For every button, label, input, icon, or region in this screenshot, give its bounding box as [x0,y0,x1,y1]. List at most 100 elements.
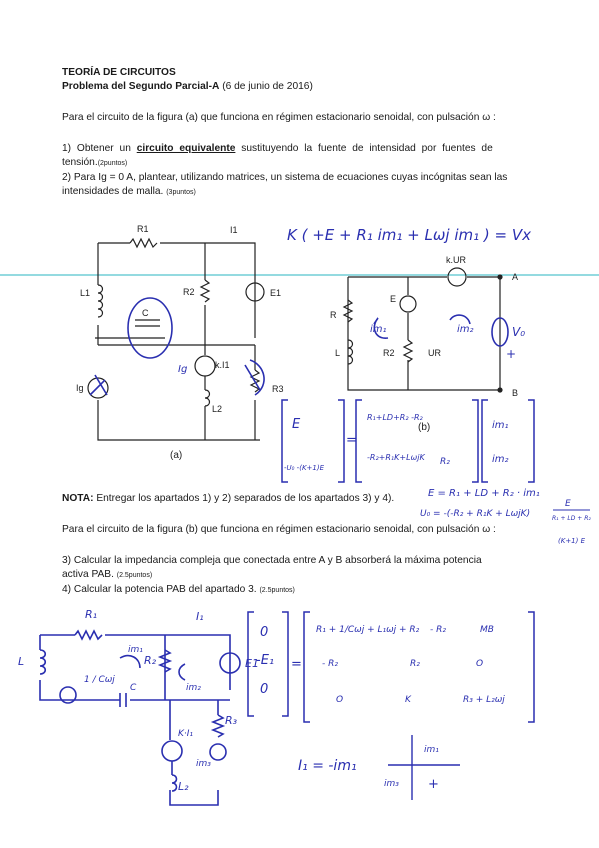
q1-emphasis: circuito equivalente [136,143,236,154]
hw-bm-0-1: - R₂ [430,625,446,635]
hw-bm-1-2: O [476,659,483,669]
label-e1: E1 [270,288,281,298]
hw-b-r1: R₁ [85,608,97,621]
label-a: A [512,272,518,282]
figure-b-handwriting [373,314,509,347]
source-e [399,295,417,313]
hw-bm-equals: = [291,657,302,672]
label-ur: UR [428,348,441,358]
hw-b-c: C [130,683,137,693]
hw-frac-num: E [565,499,571,509]
question-4: 4) Calcular la potencia PAB del apartado… [62,584,295,597]
hw-bm-0-2: MB [480,625,494,635]
q2-points: (3puntos) [166,189,196,196]
hw-r3-source [209,743,227,761]
intro-b: Para el circuito de la figura (b) que fu… [62,524,496,535]
hw-b-r3: R₃ [225,714,238,727]
source-e1 [245,282,265,302]
hw-mat-mid-2: R₂ [440,457,450,467]
label-r3: R3 [272,384,284,394]
label-b: B [512,388,518,398]
hw-b-l: L [18,655,24,668]
hw-e1 [219,652,241,674]
hw-r2 [157,649,173,673]
hw-bottom-brackets [247,611,535,723]
label-l: L [335,348,340,358]
label-kur: k.UR [446,255,467,265]
caption-b: (b) [418,422,430,433]
q3-points: (2.5puntos) [116,572,153,579]
hw-b-ki1: K·I₁ [178,729,193,739]
q2-line2: intensidades de malla. [62,186,164,197]
resistor-r1 [129,237,158,249]
hw-bm-2-1: K [405,695,412,705]
hw-l2 [171,761,178,792]
label-r2b: R2 [383,348,395,358]
hw-r1 [74,629,103,641]
note: NOTA: Entregar los apartados 1) y 2) sep… [62,493,394,505]
hw-b-i1: I₁ [196,610,204,623]
question-1: 1) Obtener un circuito equivalente susti… [62,143,493,155]
hw-source-left [59,686,77,704]
q1-rest: sustituyendo la fuente de intensidad por… [241,143,493,154]
hw-b-im3: im₃ [196,759,211,769]
label-l1: L1 [80,288,90,298]
hw-b-im2: im₂ [186,683,201,693]
source-kur [447,267,467,287]
exam-title: Problema del Segundo Parcial-A (6 de jun… [62,81,313,93]
hw-u0-equation: U₀ = -(-R₂ + R₁K + LωjK) [420,509,530,519]
note-text: Entregar los apartados 1) y 2) separados… [96,493,395,504]
label-i1: I1 [230,225,238,235]
capacitor-c [135,319,160,327]
hw-b-r2: R₂ [144,654,157,667]
hw-frac-tail: (K+1) E [558,537,586,545]
hw-matrix-brackets [281,399,535,483]
exam-name: Problema del Segundo Parcial-A [62,81,220,92]
hw-b-l2: L₂ [178,780,189,793]
question-1-line2: tensión.(2puntos) [62,157,127,170]
hw-bm-1-0: - R₂ [322,659,338,669]
resistor-r [342,299,354,323]
hw-bm-left-1: -E₁ [256,653,274,668]
q3-line2: activa PAB. [62,569,114,580]
hw-im1-b: im₁ [370,324,387,335]
label-l2: L2 [212,404,222,414]
label-c: C [142,308,149,318]
caption-a: (a) [170,450,182,461]
hw-b-one-over: 1 / Cωj [84,675,115,685]
label-ki1: k.I1 [215,360,230,370]
question-2-line2: intensidades de malla. (3puntos) [62,186,196,199]
figure-b-circuit [342,267,503,393]
resistor-r2b [402,339,414,363]
hw-v0: V₀ [512,325,525,339]
hw-top-equation: K ( +E + R₁ im₁ + Lωj im₁ ) = Vx [287,226,531,244]
hw-r3 [210,700,226,738]
hw-bm-2-2: R₃ + L₂ωj [463,695,505,705]
hw-mat-mid-0: R₁+LD+R₂ -R₂ [367,413,424,422]
q4-points: (2.5puntos) [259,587,295,594]
course-title: TEORÍA DE CIRCUITOS [62,67,176,78]
inductor-l [347,339,354,365]
hw-bm-2-0: O [336,695,343,705]
note-label: NOTA: [62,493,94,504]
hw-ig-label: Ig [178,364,187,375]
q1-points: (2puntos) [97,160,128,167]
hw-i1-equation: I₁ = -im₁ [298,758,357,774]
q4-line1: 4) Calcular la potencia PAB del apartado… [62,584,257,595]
hw-im2-b: im₂ [457,324,474,335]
exam-date: (6 de junio de 2016) [222,81,313,92]
source-ki1 [194,355,216,377]
hw-mat-right-1: im₂ [492,454,509,465]
question-2: 2) Para Ig = 0 A, plantear, utilizando m… [62,172,508,183]
label-ig: Ig [76,383,84,393]
hw-mat-mid-1: -R₂+R₁K+LωjK [367,453,425,462]
label-r: R [330,310,337,320]
label-e: E [390,294,396,304]
question-3-line2: activa PAB. (2.5puntos) [62,569,152,582]
hw-sign-plus: + [428,777,439,792]
hw-sign-cross [388,735,460,800]
figure-a-handwriting [89,297,265,396]
hw-equals: = [346,433,357,448]
label-r1: R1 [137,224,149,234]
